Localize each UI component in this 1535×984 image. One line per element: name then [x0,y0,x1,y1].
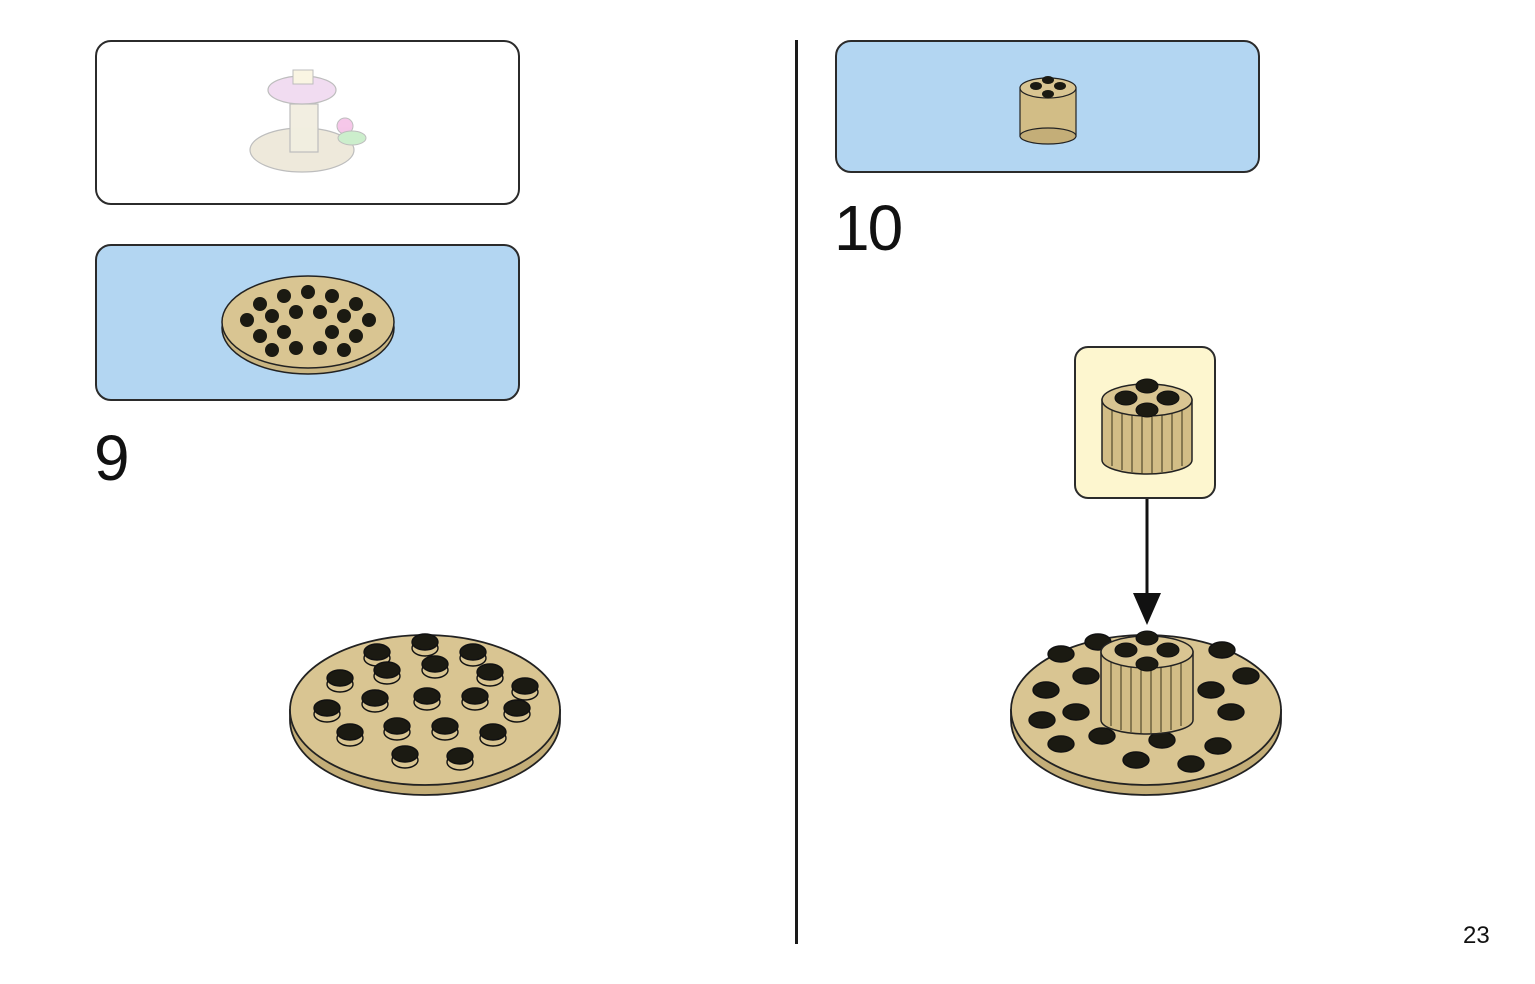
callout-part-panel [1074,346,1216,499]
model-preview-panel [95,40,520,205]
round-brick-2x2-callout-icon [1101,378,1193,475]
round-brick-2x2-small-icon [1019,76,1077,145]
flower-pillar-model-preview [249,69,367,173]
arrow-down-icon [1133,499,1161,625]
round-brick-on-round-plate-icon [1010,630,1282,796]
page-divider [795,40,798,944]
round-plate-step-9-icon [289,633,561,796]
parts-panel-step-9 [95,244,520,401]
step-number-10: 10 [834,192,903,264]
parts-panel-step-10 [835,40,1260,173]
round-plate-8x8-tan-icon [221,275,395,375]
step-number-9: 9 [94,422,130,494]
page-number: 23 [1463,922,1490,949]
